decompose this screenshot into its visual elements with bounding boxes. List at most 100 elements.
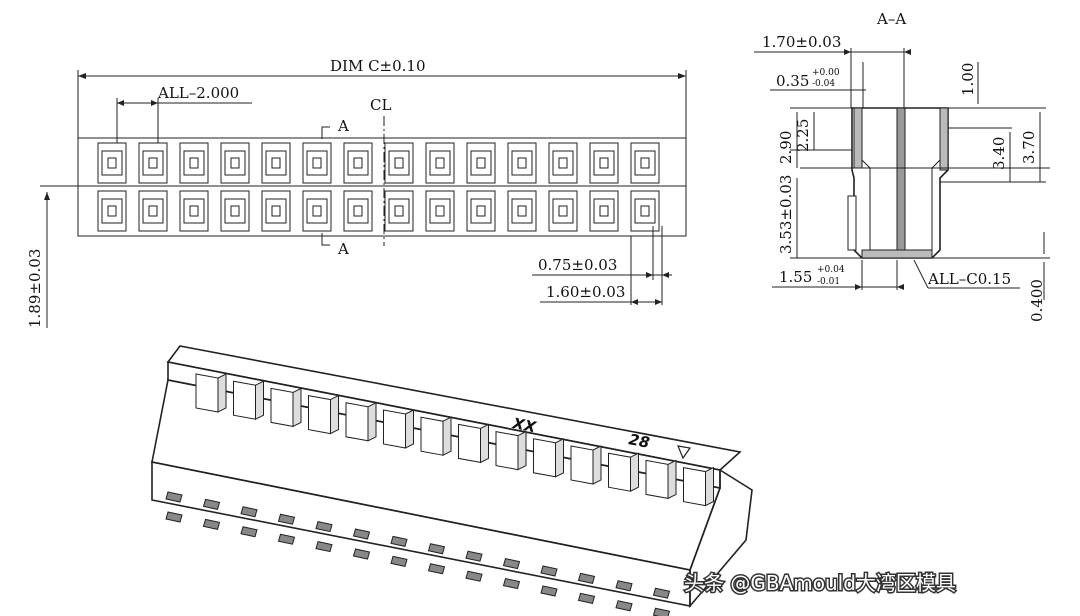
pin-contact (599, 205, 609, 217)
contact-hole (615, 580, 633, 592)
pin-cavity (220, 190, 250, 232)
section-mark-bottom: A (337, 240, 349, 258)
pin-cavity (302, 142, 332, 184)
thickness-tol-lower: -0.04 (812, 79, 835, 89)
pin-cavity-inner (265, 198, 287, 224)
pin-cavity (138, 142, 168, 184)
pin-cavity (261, 190, 291, 232)
connector-body-outline (77, 137, 687, 237)
pin-cavity-inner (470, 150, 492, 176)
latch-tab-side (292, 387, 302, 428)
latch-tab (458, 423, 481, 463)
pin-cavity-inner (470, 198, 492, 224)
pin-cavity-inner (388, 150, 410, 176)
latch-tab-side (367, 401, 377, 442)
section-mark-top: A (337, 117, 349, 135)
pin-contact (230, 205, 240, 217)
pin-contact (189, 157, 199, 169)
latch-tab-side (255, 380, 264, 421)
pin-cavity (343, 142, 373, 184)
pin-cavity-inner (101, 198, 123, 224)
plan-view: DIM C±0.10 ALL–2.000 CL A A 1.89±0.03 0.… (26, 57, 687, 328)
pin1-triangle-icon (677, 445, 692, 460)
latch-tab-side (630, 452, 639, 493)
pin-cavity (425, 142, 455, 184)
pin-cavity (302, 190, 332, 232)
latch-tab-side (592, 445, 602, 485)
dim-3-40: 3.40 (990, 137, 1008, 170)
latch-tab-side (442, 416, 452, 457)
pin-contact (476, 205, 486, 217)
pin-cavity-inner (634, 198, 656, 224)
pin-cavity (343, 190, 373, 232)
contact-hole (315, 541, 333, 553)
pin-contact (148, 157, 158, 169)
pin-cavity-inner (306, 150, 328, 176)
pin-cavity (384, 190, 414, 232)
overall-length-label: DIM C±0.10 (330, 57, 426, 75)
contact-hole (240, 506, 258, 518)
contact-hole (390, 535, 408, 547)
pin-cavity-inner (142, 198, 164, 224)
isometric-contact-holes (165, 491, 671, 616)
latch-tab-side (705, 466, 714, 507)
contact-hole (615, 600, 633, 612)
pin-contact (476, 157, 486, 169)
pin-cavity (97, 190, 127, 232)
pin-cavity (97, 142, 127, 184)
pin-cavity-inner (634, 150, 656, 176)
pin-contact (107, 205, 117, 217)
contact-hole (427, 563, 446, 575)
pin-cavity-inner (347, 198, 369, 224)
contact-hole (352, 548, 371, 560)
dim-2-90: 2.90 (777, 131, 795, 164)
pin-cavity (589, 142, 619, 184)
pin-cavity-inner (388, 198, 410, 224)
pin-contact (312, 205, 322, 217)
pin-cavity-inner (429, 150, 451, 176)
bottom-width-label: 1.55 (779, 268, 812, 286)
pin-contact (230, 157, 240, 169)
contact-hole (652, 607, 671, 616)
pin-contact (353, 205, 363, 217)
chamfer-label: ALL–C0.15 (927, 270, 1011, 288)
top-offset-label: 1.00 (959, 63, 977, 96)
pin-width-label: 0.75±0.03 (538, 256, 617, 274)
pin-cavity (630, 190, 660, 232)
dim-2-25: 2.25 (794, 119, 812, 152)
pin-contact (271, 157, 281, 169)
latch-tab-side (555, 437, 564, 478)
pin-contact (312, 157, 322, 169)
latch-tab (233, 380, 256, 420)
bottom-tol-upper: +0.04 (817, 265, 845, 275)
pitch-label: ALL–2.000 (157, 84, 239, 102)
pin-cavity (548, 142, 578, 184)
latch-tab (683, 467, 706, 507)
latch-tab-side (480, 423, 489, 464)
latch-tab-side (517, 430, 527, 471)
pin-contact (558, 157, 568, 169)
centerline-label: CL (370, 96, 391, 114)
contact-hole (577, 572, 596, 584)
contact-hole (315, 521, 333, 533)
pin-contact (558, 205, 568, 217)
pin-cavity-inner (183, 198, 205, 224)
contact-hole (427, 543, 446, 555)
pin-cavity-inner (183, 150, 205, 176)
contact-hole (652, 587, 671, 599)
bottom-tol-lower: -0.01 (817, 277, 840, 287)
contact-hole (540, 585, 558, 597)
pin-count-text: 28 (627, 430, 651, 452)
pin-cavity-inner (142, 150, 164, 176)
latch-tab (645, 459, 669, 499)
contact-hole (165, 511, 183, 523)
section-width-label: 1.70±0.03 (762, 33, 841, 51)
contact-hole (165, 491, 183, 503)
pin-cavity (630, 142, 660, 184)
contact-hole (540, 565, 558, 577)
pin-cavity-inner (552, 150, 574, 176)
pin-cavity (384, 142, 414, 184)
pin-contact (271, 205, 281, 217)
contact-hole (277, 533, 296, 545)
contact-hole (465, 570, 483, 582)
